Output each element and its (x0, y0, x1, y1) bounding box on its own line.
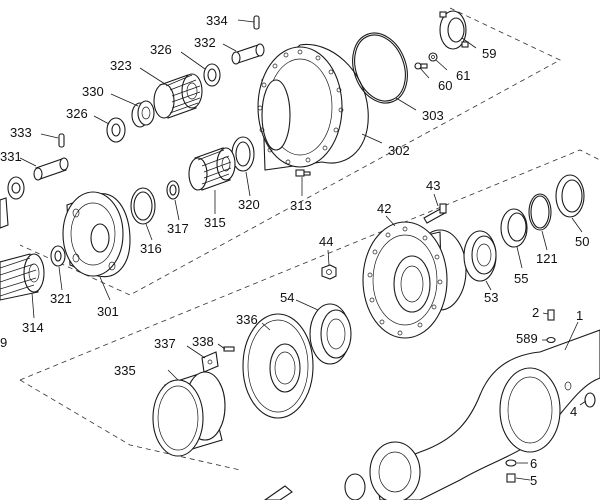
label-5: 5 (530, 473, 537, 488)
label-43: 43 (426, 178, 440, 193)
label-314: 314 (22, 320, 44, 335)
part-317-snap-ring (166, 180, 180, 200)
part-53-bearing (463, 230, 497, 282)
label-53: 53 (484, 290, 498, 305)
leader-lines (19, 19, 587, 481)
part-60-screw (414, 62, 428, 70)
label-589: 589 (516, 331, 538, 346)
label-330: 330 (82, 84, 104, 99)
label-317: 317 (167, 221, 189, 236)
label-54: 54 (280, 290, 294, 305)
part-335-ring-gear (152, 371, 226, 457)
label-334: 334 (206, 13, 228, 28)
part-55-seal (500, 208, 528, 248)
label-315: 315 (204, 215, 226, 230)
part-313-bolt (295, 169, 311, 177)
label-336: 336 (236, 312, 258, 327)
label-316: 316 (140, 241, 162, 256)
label-60: 60 (438, 78, 452, 93)
part-326-washer-upper (203, 63, 221, 87)
label-323: 323 (110, 58, 132, 73)
label-321: 321 (50, 291, 72, 306)
label-337: 337 (154, 336, 176, 351)
part-1-axle-housing (344, 329, 600, 500)
part-333-pin (58, 133, 65, 148)
part-302-hub-housing (257, 43, 369, 171)
part-2-plug (547, 309, 555, 321)
part-43-stud-bolt (423, 203, 447, 224)
label-50: 50 (575, 234, 589, 249)
part-334-pin (253, 15, 260, 30)
label-6: 6 (530, 456, 537, 471)
part-337-clip (201, 351, 219, 373)
label-59: 59 (482, 46, 496, 61)
label-1: 1 (576, 308, 583, 323)
part-314-gear-shaft (0, 253, 45, 301)
label-61: 61 (456, 68, 470, 83)
label-42: 42 (377, 201, 391, 216)
part-54-bearing (309, 303, 352, 365)
part-61-screw (428, 52, 438, 62)
part-331-shaft (33, 157, 69, 181)
part-303-o-ring (352, 32, 408, 104)
label-335: 335 (114, 363, 136, 378)
label-326-lower: 326 (66, 106, 88, 121)
part-301-planet-carrier (62, 191, 131, 278)
label-320: 320 (238, 197, 260, 212)
part-326-washer-lower (106, 117, 126, 143)
part-washer-left-edge (0, 176, 25, 229)
part-42-wheel-hub (362, 221, 467, 339)
part-338-pin (223, 346, 235, 352)
label-313: 313 (290, 198, 312, 213)
part-589-washer (546, 336, 556, 344)
label-44: 44 (319, 234, 333, 249)
stub-shaft-bottom (264, 485, 293, 500)
label-9: 9 (0, 335, 7, 350)
part-315-sun-gear (188, 147, 236, 191)
label-302: 302 (388, 143, 410, 158)
part-labels: 334 332 326 323 59 61 60 330 326 303 333… (0, 13, 589, 488)
label-55: 55 (514, 271, 528, 286)
part-332-shaft (231, 43, 265, 65)
label-332: 332 (194, 35, 216, 50)
label-121: 121 (536, 251, 558, 266)
label-333: 333 (10, 125, 32, 140)
part-6-washer (505, 459, 517, 467)
part-336-ring-gear-carrier (242, 313, 314, 419)
label-338: 338 (192, 334, 214, 349)
label-331: 331 (0, 149, 22, 164)
label-2: 2 (532, 305, 539, 320)
part-323-gear (153, 73, 203, 119)
part-321-washer (50, 245, 66, 267)
part-50-ring (555, 174, 585, 218)
part-330-needle-bearing (131, 100, 155, 128)
part-4-plug (584, 392, 596, 408)
part-121-o-ring (528, 193, 552, 231)
part-320-ring (231, 136, 255, 172)
part-5-plug (506, 473, 516, 483)
part-44-nut (321, 264, 337, 280)
label-326-upper: 326 (150, 42, 172, 57)
label-301: 301 (97, 304, 119, 319)
part-316-thrust-washer (130, 187, 156, 225)
assembly-frame-lower (19, 149, 600, 471)
part-59-lock-nut (439, 10, 469, 50)
label-303: 303 (422, 108, 444, 123)
label-4: 4 (570, 404, 577, 419)
